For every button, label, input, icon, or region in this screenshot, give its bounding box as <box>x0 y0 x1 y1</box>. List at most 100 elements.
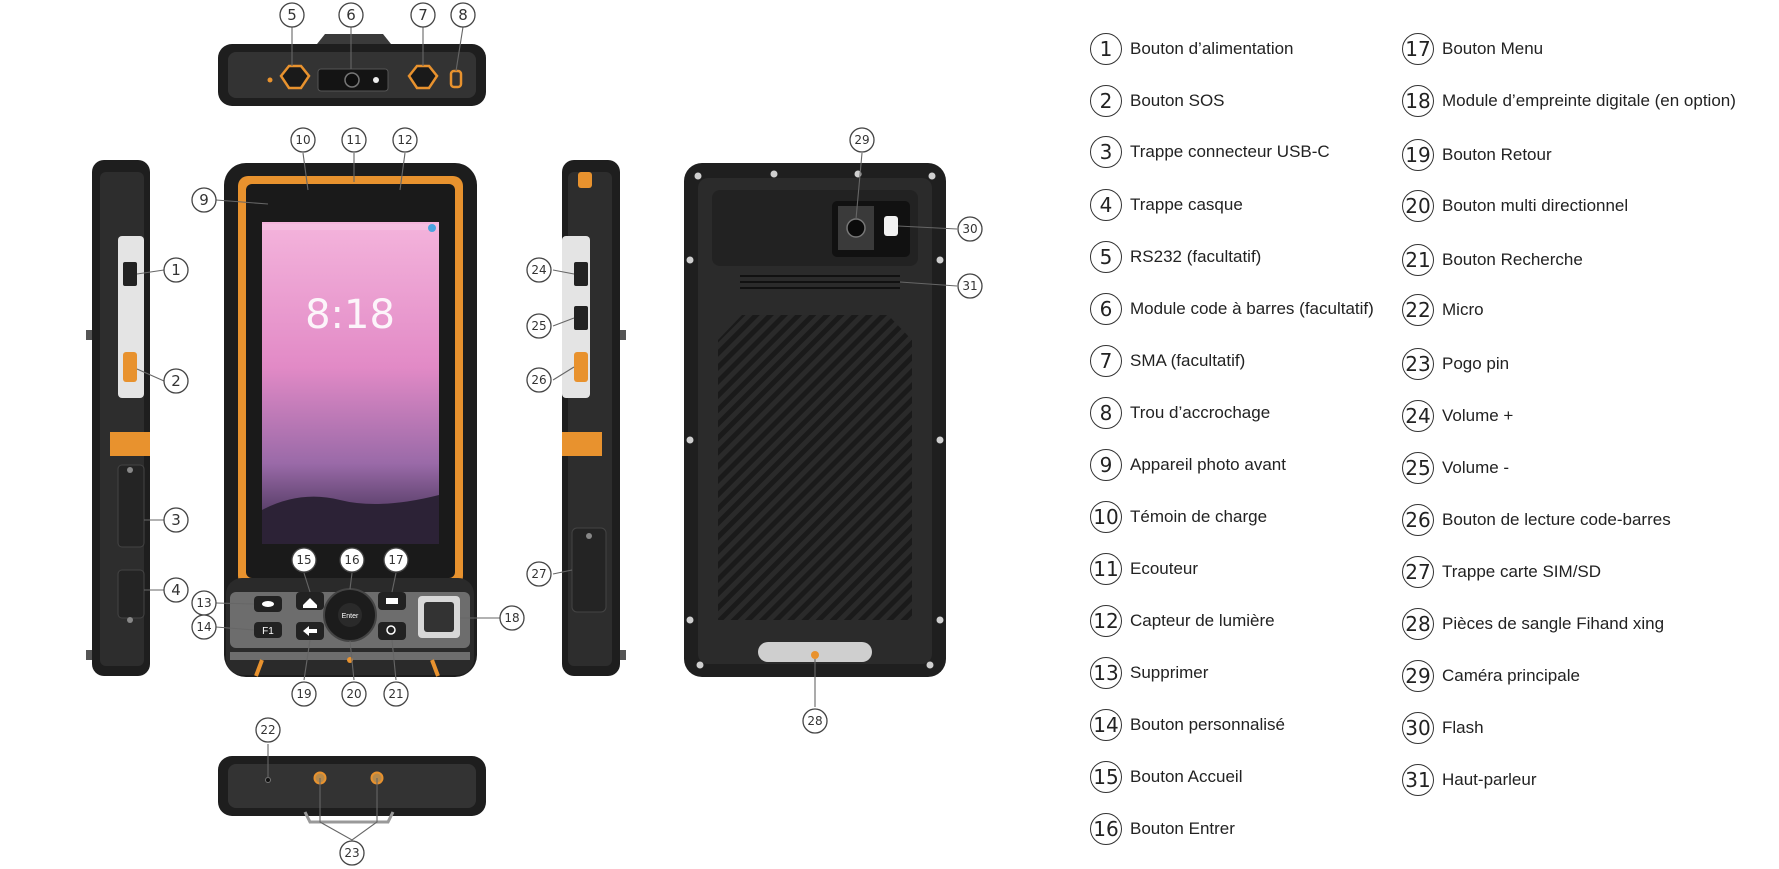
legend-item: 15 Bouton Accueil <box>1090 757 1242 797</box>
legend-number: 16 <box>1090 813 1122 845</box>
legend-label: Bouton Menu <box>1442 39 1544 58</box>
legend-number: 5 <box>1090 241 1122 273</box>
legend-number: 4 <box>1090 189 1122 221</box>
legend-number: 6 <box>1090 293 1122 325</box>
legend-label: Bouton Retour <box>1442 145 1552 164</box>
legend-number: 1 <box>1090 33 1122 65</box>
legend-number: 2 <box>1090 85 1122 117</box>
svg-text:17: 17 <box>388 553 403 567</box>
svg-text:28: 28 <box>807 714 822 728</box>
callout-21: 21 <box>383 681 409 707</box>
legend-label: Trappe casque <box>1130 195 1243 214</box>
sim-sd-door <box>571 527 607 613</box>
legend-label: Bouton de lecture code-barres <box>1442 510 1671 529</box>
legend-label: Bouton Accueil <box>1130 767 1243 786</box>
right-side-view <box>562 160 626 676</box>
legend-label: Bouton Entrer <box>1130 819 1235 838</box>
svg-text:3: 3 <box>171 511 181 529</box>
svg-text:7: 7 <box>418 6 428 24</box>
legend-number: 12 <box>1090 605 1122 637</box>
legend-label: Volume - <box>1442 458 1510 477</box>
callout-26: 26 <box>526 367 552 393</box>
legend-item: 7 SMA (facultatif) <box>1090 341 1245 381</box>
f1-key-label: F1 <box>262 626 274 637</box>
callout-5: 5 <box>279 2 305 28</box>
svg-text:30: 30 <box>962 222 977 236</box>
back-view <box>684 163 946 677</box>
svg-text:31: 31 <box>962 279 977 293</box>
legend-number: 7 <box>1090 345 1122 377</box>
svg-text:14: 14 <box>196 620 211 634</box>
svg-text:9: 9 <box>199 191 209 209</box>
svg-text:16: 16 <box>344 553 359 567</box>
callout-4: 4 <box>163 577 189 603</box>
callout-13: 13 <box>191 590 217 616</box>
legend-item: 22 Micro <box>1402 290 1484 330</box>
legend-number: 15 <box>1090 761 1122 793</box>
svg-text:4: 4 <box>171 581 181 599</box>
callout-15: 15 <box>291 547 317 573</box>
callout-19: 19 <box>291 681 317 707</box>
legend-number: 31 <box>1402 764 1434 796</box>
callout-24: 24 <box>526 257 552 283</box>
front-view: 8:18 F1 Enter <box>224 163 477 677</box>
carbon-panel <box>718 315 912 620</box>
svg-text:22: 22 <box>260 723 275 737</box>
callout-25: 25 <box>526 313 552 339</box>
legend-number: 8 <box>1090 397 1122 429</box>
legend-label: Micro <box>1442 300 1484 319</box>
callout-3: 3 <box>163 507 189 533</box>
headset-door <box>117 569 145 619</box>
svg-text:29: 29 <box>854 133 869 147</box>
display <box>262 222 439 544</box>
callout-10: 10 <box>290 127 316 153</box>
top-view <box>218 34 486 106</box>
svg-text:23: 23 <box>344 846 359 860</box>
legend-number: 3 <box>1090 136 1122 168</box>
sma-port <box>407 64 439 90</box>
legend-label: Témoin de charge <box>1130 507 1268 526</box>
legend-label: SMA (facultatif) <box>1130 351 1246 370</box>
svg-text:21: 21 <box>388 687 403 701</box>
legend-item: 19 Bouton Retour <box>1402 135 1552 175</box>
legend-label: Flash <box>1442 718 1484 737</box>
legend-label: Supprimer <box>1130 663 1209 682</box>
callout-23: 23 <box>339 840 365 866</box>
usbc-door <box>117 464 145 548</box>
callout-12: 12 <box>392 127 418 153</box>
callout-14: 14 <box>191 614 217 640</box>
legend-number: 22 <box>1402 294 1434 326</box>
callout-17: 17 <box>383 547 409 573</box>
legend-number: 29 <box>1402 660 1434 692</box>
legend-number: 26 <box>1402 504 1434 536</box>
left-side-view <box>86 160 150 676</box>
callout-6: 6 <box>338 2 364 28</box>
legend-item: 4 Trappe casque <box>1090 185 1243 225</box>
rs232-port <box>279 64 311 90</box>
callout-2: 2 <box>163 368 189 394</box>
callout-18: 18 <box>499 605 525 631</box>
callout-29: 29 <box>849 127 875 153</box>
legend-number: 19 <box>1402 139 1434 171</box>
flash <box>884 216 898 236</box>
callout-9: 9 <box>191 187 217 213</box>
legend-label: Module code à barres (facultatif) <box>1130 299 1374 318</box>
svg-text:13: 13 <box>196 596 211 610</box>
callout-22: 22 <box>255 717 281 743</box>
